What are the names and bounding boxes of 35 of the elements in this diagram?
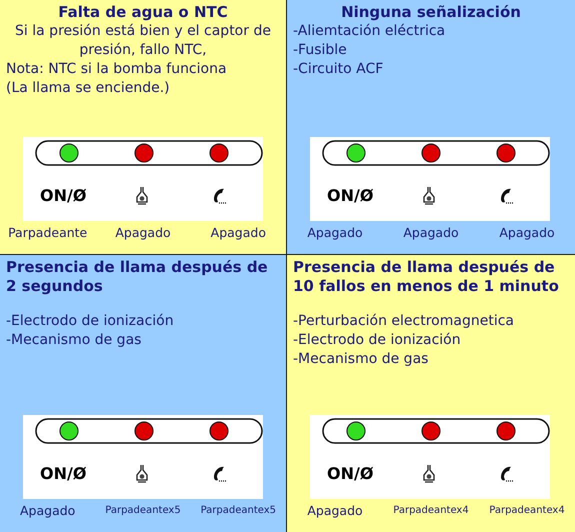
status-text: Apagado <box>307 225 363 240</box>
body-text: -Electrodo de ionización <box>6 312 175 331</box>
status-text: Apagado <box>210 225 266 240</box>
body-text: -Circuito ACF <box>293 60 384 79</box>
fault-panel <box>287 0 575 254</box>
body-text: -Fusible <box>293 41 348 60</box>
panel-heading: Presencia de llama después de 10 fallos en menos de 1 minuto <box>293 258 560 296</box>
panel-heading: Ninguna señalización <box>340 3 522 22</box>
status-text: Apagado <box>20 503 76 518</box>
body-text: -Mecanismo de gas <box>6 331 142 350</box>
body-text: Si la presión está bien y el captor de presión, fallo NTC, <box>14 22 272 60</box>
status-text: Parpadeantex4 <box>489 504 565 518</box>
power-label: ON/Ø <box>40 187 86 205</box>
body-text: -Perturbación electromagnetica <box>293 312 515 331</box>
power-label: ON/Ø <box>327 465 374 483</box>
status-text: Apagado <box>307 503 363 518</box>
fault-panel <box>0 255 286 532</box>
body-text: (La llama se enciende.) <box>6 79 171 98</box>
body-text: -Mecanismo de gas <box>293 350 430 369</box>
status-text: Apagado <box>499 225 555 240</box>
fault-panel <box>0 0 286 254</box>
status-text: Parpadeantex5 <box>105 504 181 518</box>
panel-heading: Presencia de llama después de 2 segundos <box>6 258 269 296</box>
power-label: ON/Ø <box>40 465 86 483</box>
status-text: Apagado <box>403 225 459 240</box>
status-text: Parpadeantex4 <box>393 504 469 518</box>
body-text: -Aliemtación eléctrica <box>293 22 446 41</box>
body-text: -Electrodo de ionización <box>293 331 462 350</box>
panel-heading: Falta de agua o NTC <box>57 3 229 22</box>
status-text: Parpadeante <box>8 225 88 240</box>
status-text: Apagado <box>115 225 171 240</box>
fault-panel <box>287 255 575 532</box>
power-label: ON/Ø <box>327 187 374 205</box>
status-text: Parpadeantex5 <box>200 504 276 518</box>
body-text: Nota: NTC si la bomba funciona <box>6 60 228 79</box>
